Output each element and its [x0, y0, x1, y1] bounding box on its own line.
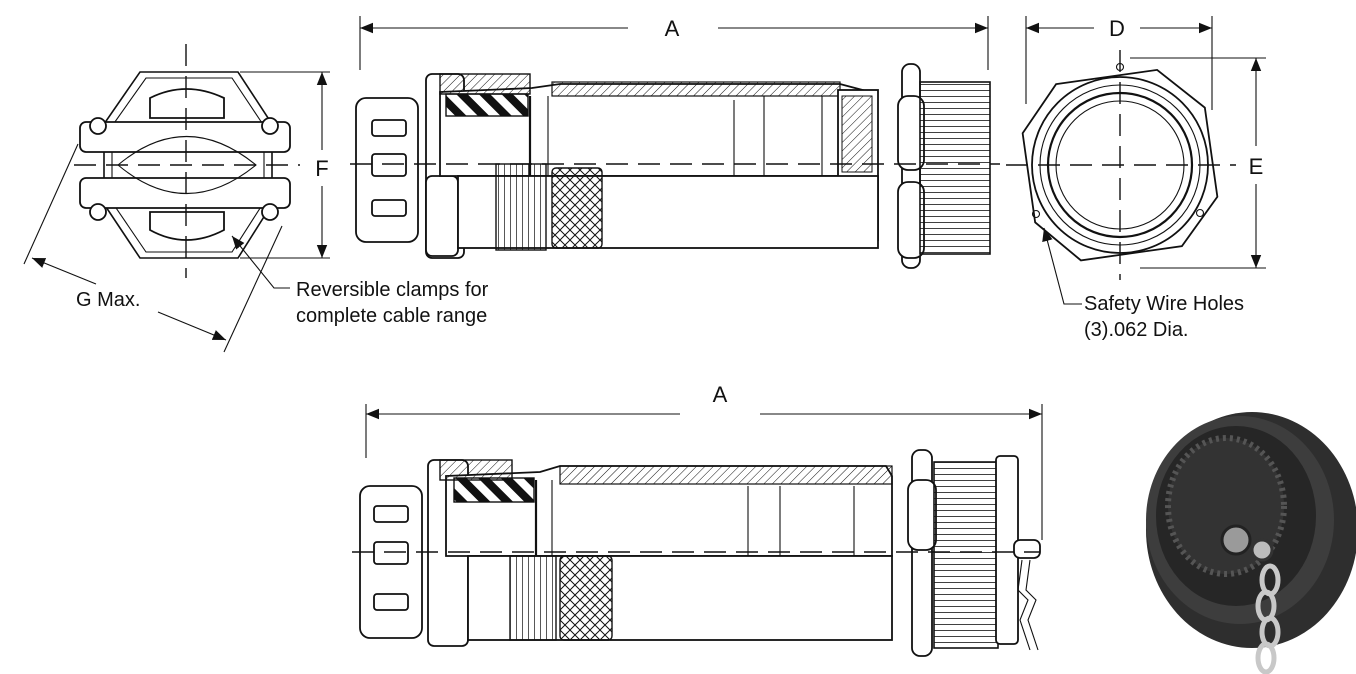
safety-note-line1: Safety Wire Holes	[1084, 293, 1244, 315]
dim-e-label: E	[1249, 154, 1264, 179]
dim-a-top-label: A	[665, 16, 680, 41]
receptacle-end-view	[1006, 16, 1266, 305]
dim-a-bottom-label: A	[713, 382, 728, 407]
clamp-end-view	[23, 44, 330, 353]
dim-d-label: D	[1109, 16, 1125, 41]
clamps-note-line2: complete cable range	[296, 305, 487, 327]
bottom-side-view	[352, 404, 1043, 657]
safety-note-line2: (3).062 Dia.	[1084, 319, 1189, 341]
dim-f-label: F	[315, 156, 328, 181]
dim-g-label: G Max.	[76, 289, 140, 311]
clamps-note-line1: Reversible clamps for	[296, 279, 489, 301]
top-side-view	[350, 16, 1000, 269]
dust-cap-photo	[1146, 412, 1356, 674]
